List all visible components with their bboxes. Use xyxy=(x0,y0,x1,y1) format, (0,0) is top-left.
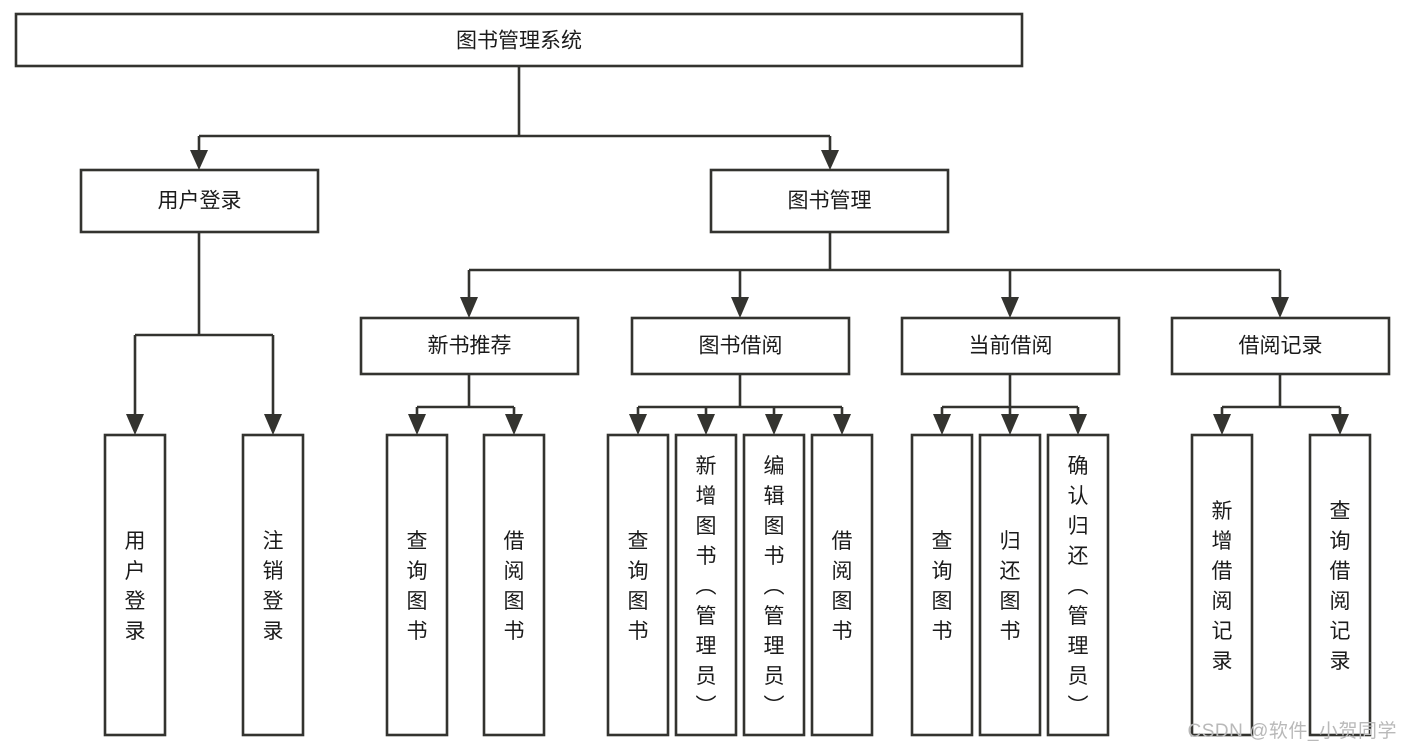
node-leaf-query-book-2-box[interactable] xyxy=(606,433,670,737)
node-book-borrow-box[interactable] xyxy=(630,316,851,376)
arrow-head-leaf-add-record xyxy=(1213,414,1231,435)
arrow-head-leaf-borrow-book-2 xyxy=(833,414,851,435)
node-leaf-query-record-box[interactable] xyxy=(1308,433,1372,737)
node-leaf-add-book-label: 新增图书︵管理员︶ xyxy=(696,455,717,718)
node-leaf-query-book-1-box[interactable] xyxy=(385,433,449,737)
node-book-manage[interactable]: 图书管理 xyxy=(709,168,950,234)
arrow-head-leaf-borrow-book-1 xyxy=(505,414,523,435)
arrow-head-leaf-query-book-2 xyxy=(629,414,647,435)
arrow-head-current-borrow xyxy=(1001,297,1019,318)
node-leaf-return-book[interactable]: 归还图书 xyxy=(978,433,1042,737)
arrow-head-leaf-add-book xyxy=(697,414,715,435)
arrow-head-leaf-query-book-3 xyxy=(933,414,951,435)
node-new-book-recommend-box[interactable] xyxy=(359,316,580,376)
node-borrow-record-label: 借阅记录 xyxy=(1239,335,1323,358)
arrow-head-leaf-query-record xyxy=(1331,414,1349,435)
node-leaf-user-logout-box[interactable] xyxy=(241,433,305,737)
node-borrow-record[interactable]: 借阅记录 xyxy=(1170,316,1391,376)
node-leaf-query-book-3[interactable]: 查询图书 xyxy=(910,433,974,737)
node-leaf-query-book-2-label: 查询图书 xyxy=(628,530,649,643)
node-leaf-add-record[interactable]: 新增借阅记录 xyxy=(1190,433,1254,737)
node-leaf-query-record-label: 查询借阅记录 xyxy=(1330,500,1351,673)
node-leaf-edit-book-label: 编辑图书︵管理员︶ xyxy=(764,455,785,718)
leaf-layer: 用户登录 注销登录 查询图书 借阅图书 查询图书 新增图书︵管理员︶ xyxy=(103,433,1372,737)
node-leaf-user-login[interactable]: 用户登录 xyxy=(103,433,167,737)
node-root[interactable]: 图书管理系统 xyxy=(14,12,1024,68)
node-user-login-label: 用户登录 xyxy=(158,190,242,213)
node-current-borrow[interactable]: 当前借阅 xyxy=(900,316,1121,376)
node-book-borrow-label: 图书借阅 xyxy=(699,335,783,358)
node-leaf-return-book-label: 归还图书 xyxy=(1000,530,1021,643)
node-leaf-user-login-label: 用户登录 xyxy=(125,530,146,643)
node-leaf-borrow-book-2[interactable]: 借阅图书 xyxy=(810,433,874,737)
node-user-login[interactable]: 用户登录 xyxy=(79,168,320,234)
arrow-head-leaf-return-book xyxy=(1001,414,1019,435)
node-leaf-query-book-3-label: 查询图书 xyxy=(932,530,953,643)
arrow-head-user-login xyxy=(190,150,208,170)
arrow-head-leaf-query-book-1 xyxy=(408,414,426,435)
node-leaf-add-record-label: 新增借阅记录 xyxy=(1212,500,1233,673)
node-leaf-query-book-1-label: 查询图书 xyxy=(407,530,428,643)
node-book-manage-box[interactable] xyxy=(709,168,950,234)
node-leaf-confirm-return-box[interactable] xyxy=(1046,433,1110,737)
node-leaf-query-book-2[interactable]: 查询图书 xyxy=(606,433,670,737)
node-leaf-user-logout-label: 注销登录 xyxy=(263,530,284,643)
arrow-head-leaf-confirm-return xyxy=(1069,414,1087,435)
node-leaf-borrow-book-1-label: 借阅图书 xyxy=(504,530,525,643)
node-leaf-borrow-book-1[interactable]: 借阅图书 xyxy=(482,433,546,737)
node-leaf-query-record[interactable]: 查询借阅记录 xyxy=(1308,433,1372,737)
arrow-head-book-manage xyxy=(821,150,839,170)
edge-layer xyxy=(126,66,1349,435)
node-leaf-user-logout[interactable]: 注销登录 xyxy=(241,433,305,737)
node-leaf-add-record-box[interactable] xyxy=(1190,433,1254,737)
node-leaf-query-book-1[interactable]: 查询图书 xyxy=(385,433,449,737)
arrow-head-new-book-recommend xyxy=(460,297,478,318)
node-leaf-edit-book-box[interactable] xyxy=(742,433,806,737)
node-leaf-borrow-book-1-box[interactable] xyxy=(482,433,546,737)
arrow-head-borrow-record xyxy=(1271,297,1289,318)
node-leaf-user-login-box[interactable] xyxy=(103,433,167,737)
node-user-login-box[interactable] xyxy=(79,168,320,234)
node-leaf-borrow-book-2-label: 借阅图书 xyxy=(832,530,853,643)
node-root-box[interactable] xyxy=(14,12,1024,68)
node-book-borrow[interactable]: 图书借阅 xyxy=(630,316,851,376)
node-book-manage-label: 图书管理 xyxy=(788,190,872,213)
node-leaf-borrow-book-2-box[interactable] xyxy=(810,433,874,737)
node-current-borrow-label: 当前借阅 xyxy=(969,335,1053,358)
node-root-label: 图书管理系统 xyxy=(456,30,582,53)
node-leaf-return-book-box[interactable] xyxy=(978,433,1042,737)
arrow-head-book-borrow xyxy=(731,297,749,318)
node-new-book-recommend[interactable]: 新书推荐 xyxy=(359,316,580,376)
node-leaf-add-book-box[interactable] xyxy=(674,433,738,737)
arrow-head-leaf-user-login xyxy=(126,414,144,435)
arrow-head-leaf-edit-book xyxy=(765,414,783,435)
node-leaf-confirm-return[interactable]: 确认归还︵管理员︶ xyxy=(1046,433,1110,737)
node-borrow-record-box[interactable] xyxy=(1170,316,1391,376)
node-leaf-add-book[interactable]: 新增图书︵管理员︶ xyxy=(674,433,738,737)
node-current-borrow-box[interactable] xyxy=(900,316,1121,376)
node-leaf-query-book-3-box[interactable] xyxy=(910,433,974,737)
node-new-book-recommend-label: 新书推荐 xyxy=(428,335,512,358)
arrow-head-leaf-user-logout xyxy=(264,414,282,435)
node-leaf-edit-book[interactable]: 编辑图书︵管理员︶ xyxy=(742,433,806,737)
node-leaf-confirm-return-label: 确认归还︵管理员︶ xyxy=(1068,455,1089,718)
